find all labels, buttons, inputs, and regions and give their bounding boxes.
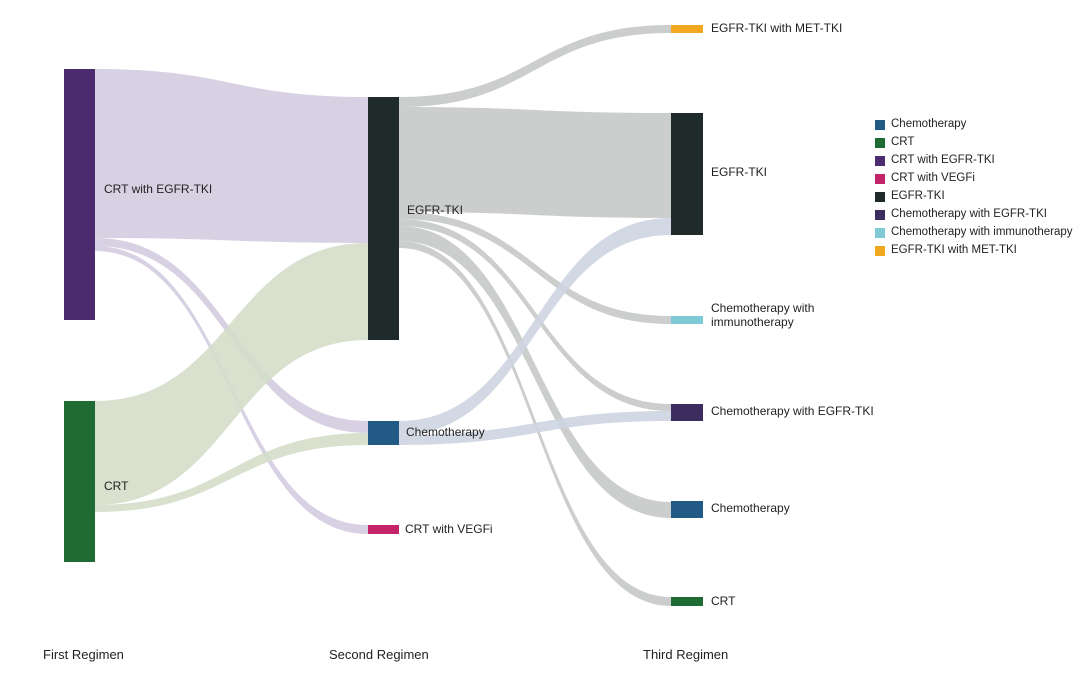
legend: Chemotherapy CRT CRT with EGFR-TKI CRT w… <box>875 118 1075 262</box>
legend-label: CRT with EGFR-TKI <box>891 154 995 166</box>
legend-item: Chemotherapy with immunotherapy <box>875 226 1075 239</box>
legend-swatch-crt <box>875 138 885 148</box>
legend-label: EGFR-TKI with MET-TKI <box>891 244 1017 256</box>
node-label-crt_egfr_1: CRT with EGFR-TKI <box>104 182 212 196</box>
flow-link-crt_egfr_1-to-egfr_2 <box>95 69 368 243</box>
node-egfr_3 <box>671 113 703 235</box>
flow-link-chemo_2-to-egfr_3 <box>399 218 671 435</box>
node-chemo_2 <box>368 421 399 445</box>
legend-swatch-chemo-immuno <box>875 228 885 238</box>
flow-link-chemo_2-to-ce_3 <box>399 411 671 445</box>
legend-item: EGFR-TKI <box>875 190 1075 203</box>
legend-label: Chemotherapy with EGFR-TKI <box>891 208 1047 220</box>
stage-label-second: Second Regimen <box>329 647 429 662</box>
legend-swatch-egfr-met <box>875 246 885 256</box>
legend-item: Chemotherapy <box>875 118 1075 131</box>
legend-swatch-egfr-tki <box>875 192 885 202</box>
node-ce_3 <box>671 404 703 421</box>
node-crt_1 <box>64 401 95 562</box>
legend-label: CRT with VEGFi <box>891 172 975 184</box>
node-labels: CRT with EGFR-TKI CRT EGFR-TKI Chemotherapy… <box>104 21 874 608</box>
flow-link-egfr_2-to-chemo_3 <box>399 226 671 518</box>
node-label-egfr_2: EGFR-TKI <box>407 203 463 217</box>
legend-item: CRT with VEGFi <box>875 172 1075 185</box>
legend-item: CRT with EGFR-TKI <box>875 154 1075 167</box>
stage-label-third: Third Regimen <box>643 647 728 662</box>
node-egfr_2 <box>368 97 399 340</box>
legend-item: CRT <box>875 136 1075 149</box>
flow-link-egfr_2-to-ce_3 <box>399 219 671 411</box>
node-met_3 <box>671 25 703 33</box>
node-label-egfr_3: EGFR-TKI <box>711 165 767 179</box>
node-label-crt_1: CRT <box>104 479 129 493</box>
node-crt_3 <box>671 597 703 606</box>
legend-swatch-crt-vegfi <box>875 174 885 184</box>
legend-item: Chemotherapy with EGFR-TKI <box>875 208 1075 221</box>
flow-link-crt_1-to-egfr_2 <box>95 243 368 505</box>
flow-link-crt_1-to-chemo_2 <box>95 433 368 512</box>
node-label-ce_3: Chemotherapy with EGFR-TKI <box>711 404 874 418</box>
flow-link-egfr_2-to-egfr_3 <box>399 107 671 218</box>
node-label-met_3: EGFR-TKI with MET-TKI <box>711 21 842 35</box>
node-vegf_2 <box>368 525 399 534</box>
flow-links <box>95 25 671 606</box>
legend-item: EGFR-TKI with MET-TKI <box>875 244 1075 257</box>
node-label-chemo_3: Chemotherapy <box>711 501 790 515</box>
flow-link-egfr_2-to-met_3 <box>399 25 671 107</box>
stage-label-first: First Regimen <box>43 647 124 662</box>
legend-label: CRT <box>891 136 915 148</box>
legend-swatch-chemo-egfr <box>875 210 885 220</box>
legend-label: Chemotherapy <box>891 118 967 130</box>
node-ci_3 <box>671 316 703 324</box>
node-chemo_3 <box>671 501 703 518</box>
node-crt_egfr_1 <box>64 69 95 320</box>
legend-label: Chemotherapy with immunotherapy <box>891 226 1073 238</box>
node-label-chemo_2: Chemotherapy <box>406 425 485 439</box>
legend-swatch-chemotherapy <box>875 120 885 130</box>
node-label-vegf_2: CRT with VEGFi <box>405 522 493 536</box>
legend-swatch-crt-egfr <box>875 156 885 166</box>
legend-label: EGFR-TKI <box>891 190 945 202</box>
node-label-crt_3: CRT <box>711 594 736 608</box>
regimen-nodes <box>64 25 703 606</box>
flow-link-egfr_2-to-ci_3 <box>399 212 671 324</box>
